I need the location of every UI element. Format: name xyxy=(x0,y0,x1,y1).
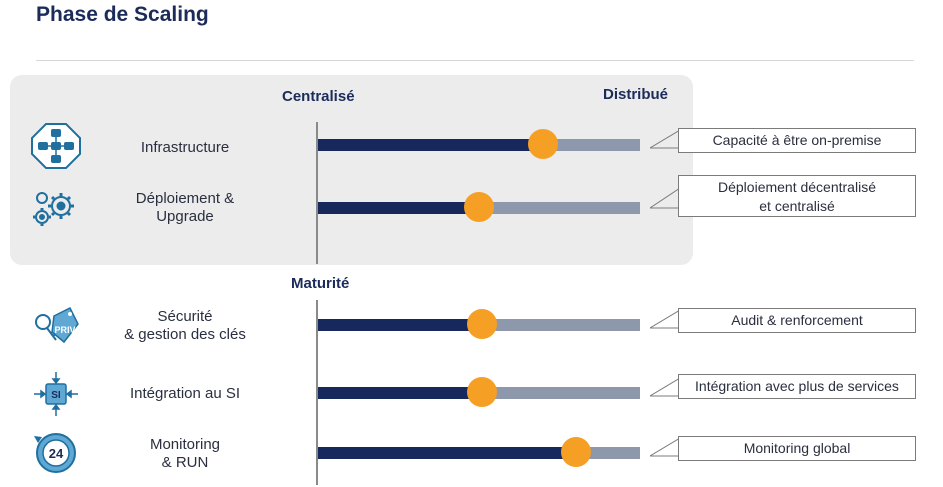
row-label: Déploiement & Upgrade xyxy=(135,190,235,225)
clock-24-text: 24 xyxy=(49,446,64,461)
level-fill xyxy=(318,447,576,459)
level-track xyxy=(318,192,640,222)
clock-24-icon: 24 xyxy=(30,428,82,476)
level-fill xyxy=(318,202,479,214)
row-monitoring: 24 Monitoring & RUN Monitoring global xyxy=(0,428,943,478)
callout-box: Monitoring global xyxy=(678,436,916,461)
row-label: Sécurité & gestion des clés xyxy=(124,308,246,343)
callout-pointer xyxy=(650,187,680,209)
row-deploiement: Déploiement & Upgrade Déploiement décent… xyxy=(0,175,943,232)
level-marker xyxy=(561,437,591,467)
row-infrastructure: Infrastructure Capacité à être on-premis… xyxy=(0,120,943,170)
callout-pointer xyxy=(650,437,680,457)
header-maturite: Maturité xyxy=(291,275,350,292)
level-marker xyxy=(467,377,497,407)
level-marker xyxy=(528,129,558,159)
level-fill xyxy=(318,139,543,151)
row-label: Infrastructure xyxy=(140,139,230,156)
row-securite: PRIV Sécurité & gestion des clés Audit &… xyxy=(0,300,943,350)
header-distribue: Distribué xyxy=(603,86,669,103)
level-track xyxy=(318,377,640,407)
row-label: Monitoring & RUN xyxy=(149,436,221,471)
title-divider xyxy=(36,60,914,61)
level-fill xyxy=(318,319,482,331)
key-tag-text: PRIV xyxy=(54,325,75,335)
callout-pointer xyxy=(650,129,680,149)
axis-line-top xyxy=(316,122,318,264)
si-text: SI xyxy=(51,390,61,401)
header-centralise: Centralisé xyxy=(282,88,355,105)
level-track xyxy=(318,437,640,467)
page-title: Phase de Scaling xyxy=(36,3,209,26)
callout-box: Déploiement décentralisé et centralisé xyxy=(678,175,916,217)
callout-box: Capacité à être on-premise xyxy=(678,128,916,153)
callout-pointer xyxy=(650,377,680,397)
level-marker xyxy=(467,309,497,339)
integration-icon: SI xyxy=(30,370,82,418)
gears-icon xyxy=(30,184,82,232)
row-integration: SI Intégration au SI Intégration avec pl… xyxy=(0,368,943,418)
callout-pointer xyxy=(650,309,680,329)
level-track xyxy=(318,129,640,159)
centralization-panel xyxy=(10,75,693,265)
level-marker xyxy=(464,192,494,222)
row-label: Intégration au SI xyxy=(129,385,241,402)
callout-box: Audit & renforcement xyxy=(678,308,916,333)
axis-line-bottom xyxy=(316,300,318,485)
server-network-icon xyxy=(30,122,82,170)
level-fill xyxy=(318,387,482,399)
level-track xyxy=(318,309,640,339)
callout-box: Intégration avec plus de services xyxy=(678,374,916,399)
key-tag-icon: PRIV xyxy=(30,302,82,350)
